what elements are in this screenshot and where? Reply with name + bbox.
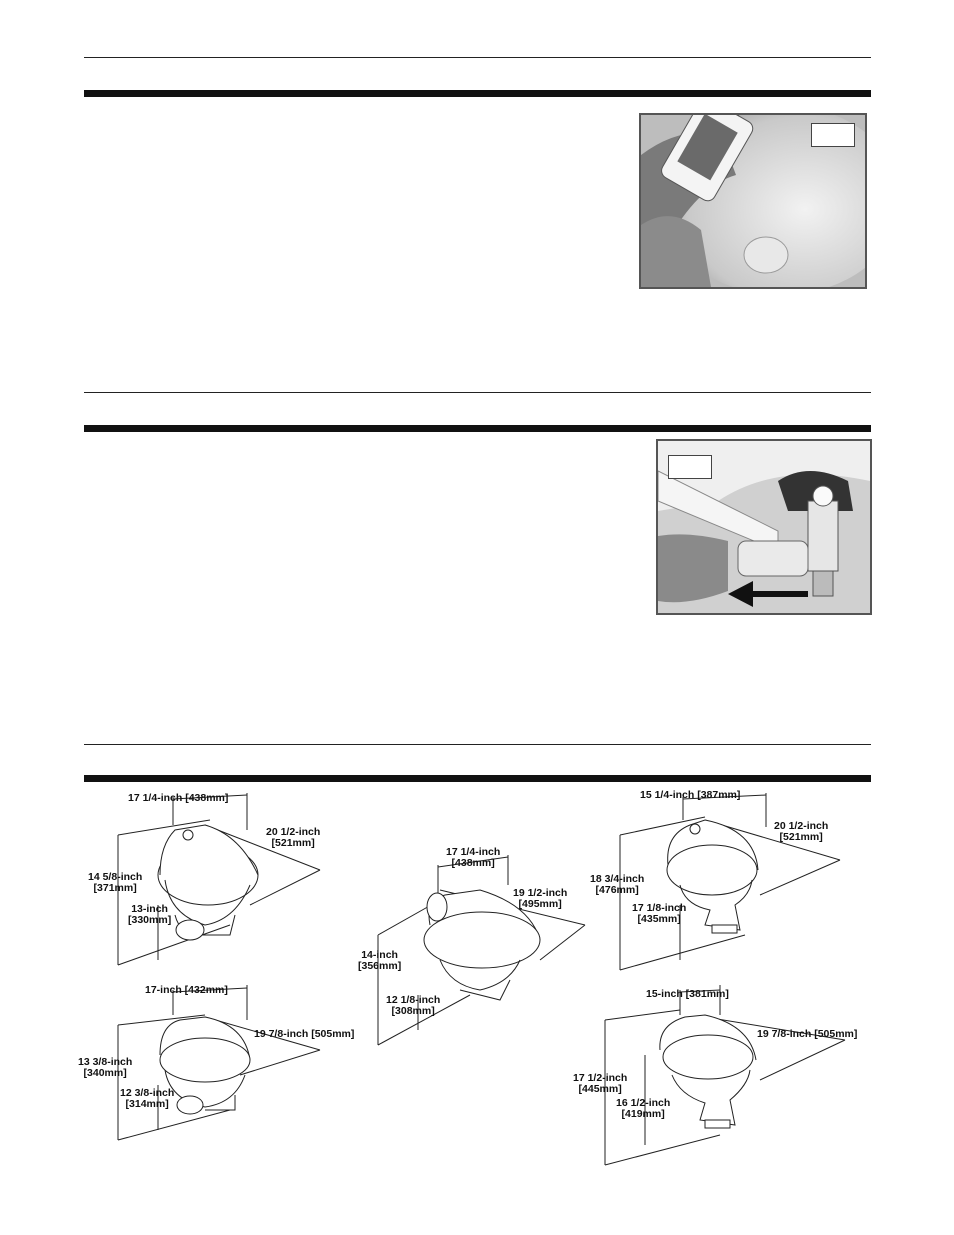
toilet-e-width-label: 15-inch [381mm]: [646, 988, 729, 1000]
toilet-d-width-label: 15 1/4-inch [387mm]: [640, 789, 741, 801]
toilet-c-seat-height-label: 12 1/8-inch [308mm]: [386, 994, 441, 1017]
toilet-d-seat-height-label: 17 1/8-inch [435mm]: [632, 902, 687, 925]
left-arrow-icon: [728, 581, 808, 607]
toilet-b-drawing: [117, 985, 321, 1141]
section-2-top-rule: [84, 392, 871, 393]
section-1-rule: [84, 90, 871, 97]
toilet-c-drawing: [377, 855, 586, 1046]
figure-tag: [811, 123, 855, 147]
toilet-c-depth-label: 19 1/2-inch [495mm]: [513, 887, 568, 910]
figure-tag: [668, 455, 712, 479]
toilet-d-depth-label: 20 1/2-inch [521mm]: [774, 820, 829, 843]
toilet-a-width-label: 17 1/4-inch [438mm]: [128, 792, 229, 804]
toilet-b-depth-label: 19 7/8-inch [505mm]: [254, 1028, 355, 1040]
toilet-a-depth-label: 20 1/2-inch [521mm]: [266, 826, 321, 849]
toilet-d-drawing: [619, 793, 841, 971]
header-rule: [84, 57, 871, 58]
toilet-a-height-label: 14 5/8-inch [371mm]: [88, 871, 143, 894]
toilet-a-seat-height-label: 13-inch [330mm]: [128, 903, 172, 926]
toilet-c-width-label: 17 1/4-inch [438mm]: [446, 846, 501, 869]
section-3-rule: [84, 775, 871, 782]
toilet-e-seat-height-label: 16 1/2-inch [419mm]: [616, 1097, 671, 1120]
toilet-e-drawing: [604, 985, 846, 1166]
section-2-rule: [84, 425, 871, 432]
toilet-b-height-label: 13 3/8-inch [340mm]: [78, 1056, 133, 1079]
toilet-d-height-label: 18 3/4-inch [476mm]: [590, 873, 645, 896]
toilet-b-width-label: 17-inch [432mm]: [145, 984, 228, 996]
toilet-a-drawing: [117, 793, 321, 966]
cleaner-bottle-photo: [639, 113, 867, 289]
dimension-drawings: [117, 793, 846, 1166]
toilet-e-depth-label: 19 7/8-inch [505mm]: [757, 1028, 858, 1040]
toilet-c-height-label: 14-inch [356mm]: [358, 949, 402, 972]
toilet-b-seat-height-label: 12 3/8-inch [314mm]: [120, 1087, 175, 1110]
section-3-top-rule: [84, 744, 871, 745]
valve-disconnect-photo: [656, 439, 872, 615]
toilet-e-height-label: 17 1/2-inch [445mm]: [573, 1072, 628, 1095]
